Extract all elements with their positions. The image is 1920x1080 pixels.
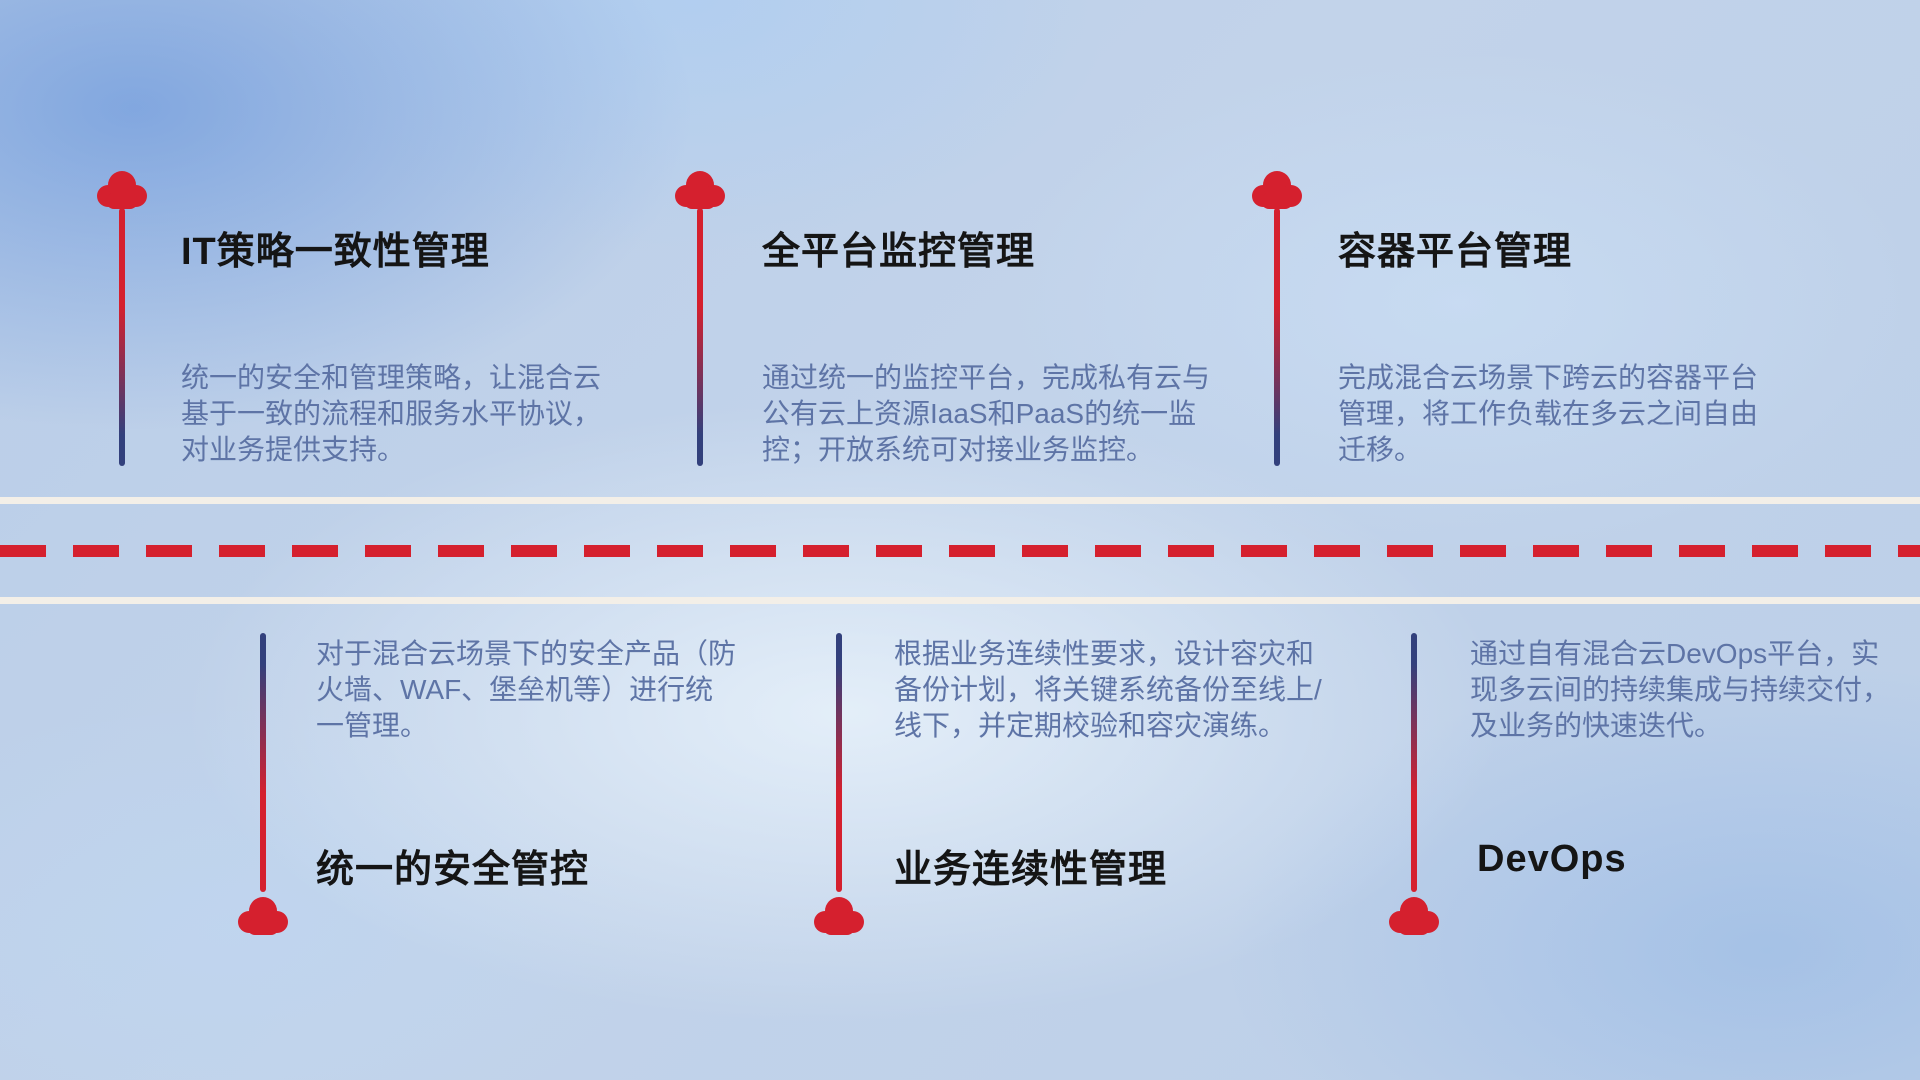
road-bottom-line bbox=[0, 597, 1920, 604]
road-dashed-line bbox=[0, 545, 1920, 557]
feature-title: 统一的安全管控 bbox=[316, 849, 590, 891]
cloud-icon bbox=[809, 895, 869, 937]
feature-title: 业务连续性管理 bbox=[894, 849, 1168, 891]
cloud-icon bbox=[670, 169, 730, 211]
feature-title: DevOps bbox=[1477, 838, 1627, 880]
cloud-icon bbox=[92, 169, 152, 211]
feature-title: 全平台监控管理 bbox=[762, 231, 1036, 273]
feature-title: 容器平台管理 bbox=[1338, 231, 1573, 273]
feature-description: 根据业务连续性要求，设计容灾和备份计划，将关键系统备份至线上/线下，并定期校验和… bbox=[894, 638, 1322, 741]
connector-line bbox=[1411, 633, 1417, 892]
connector-line bbox=[119, 208, 125, 466]
road-top-line bbox=[0, 497, 1920, 504]
feature-description: 通过自有混合云DevOps平台，实现多云间的持续集成与持续交付，及业务的快速迭代… bbox=[1470, 638, 1891, 741]
connector-line bbox=[697, 208, 703, 466]
feature-description: 通过统一的监控平台，完成私有云与公有云上资源IaaS和PaaS的统一监控；开放系… bbox=[762, 362, 1211, 465]
feature-title: IT策略一致性管理 bbox=[181, 231, 490, 273]
connector-line bbox=[260, 633, 266, 892]
connector-line bbox=[836, 633, 842, 892]
cloud-icon bbox=[1247, 169, 1307, 211]
connector-line bbox=[1274, 208, 1280, 466]
cloud-icon bbox=[233, 895, 293, 937]
feature-description: 完成混合云场景下跨云的容器平台管理，将工作负载在多云之间自由迁移。 bbox=[1338, 362, 1759, 465]
feature-description: 统一的安全和管理策略，让混合云基于一致的流程和服务水平协议，对业务提供支持。 bbox=[181, 362, 602, 465]
cloud-icon bbox=[1384, 895, 1444, 937]
feature-description: 对于混合云场景下的安全产品（防火墙、WAF、堡垒机等）进行统一管理。 bbox=[316, 638, 737, 741]
